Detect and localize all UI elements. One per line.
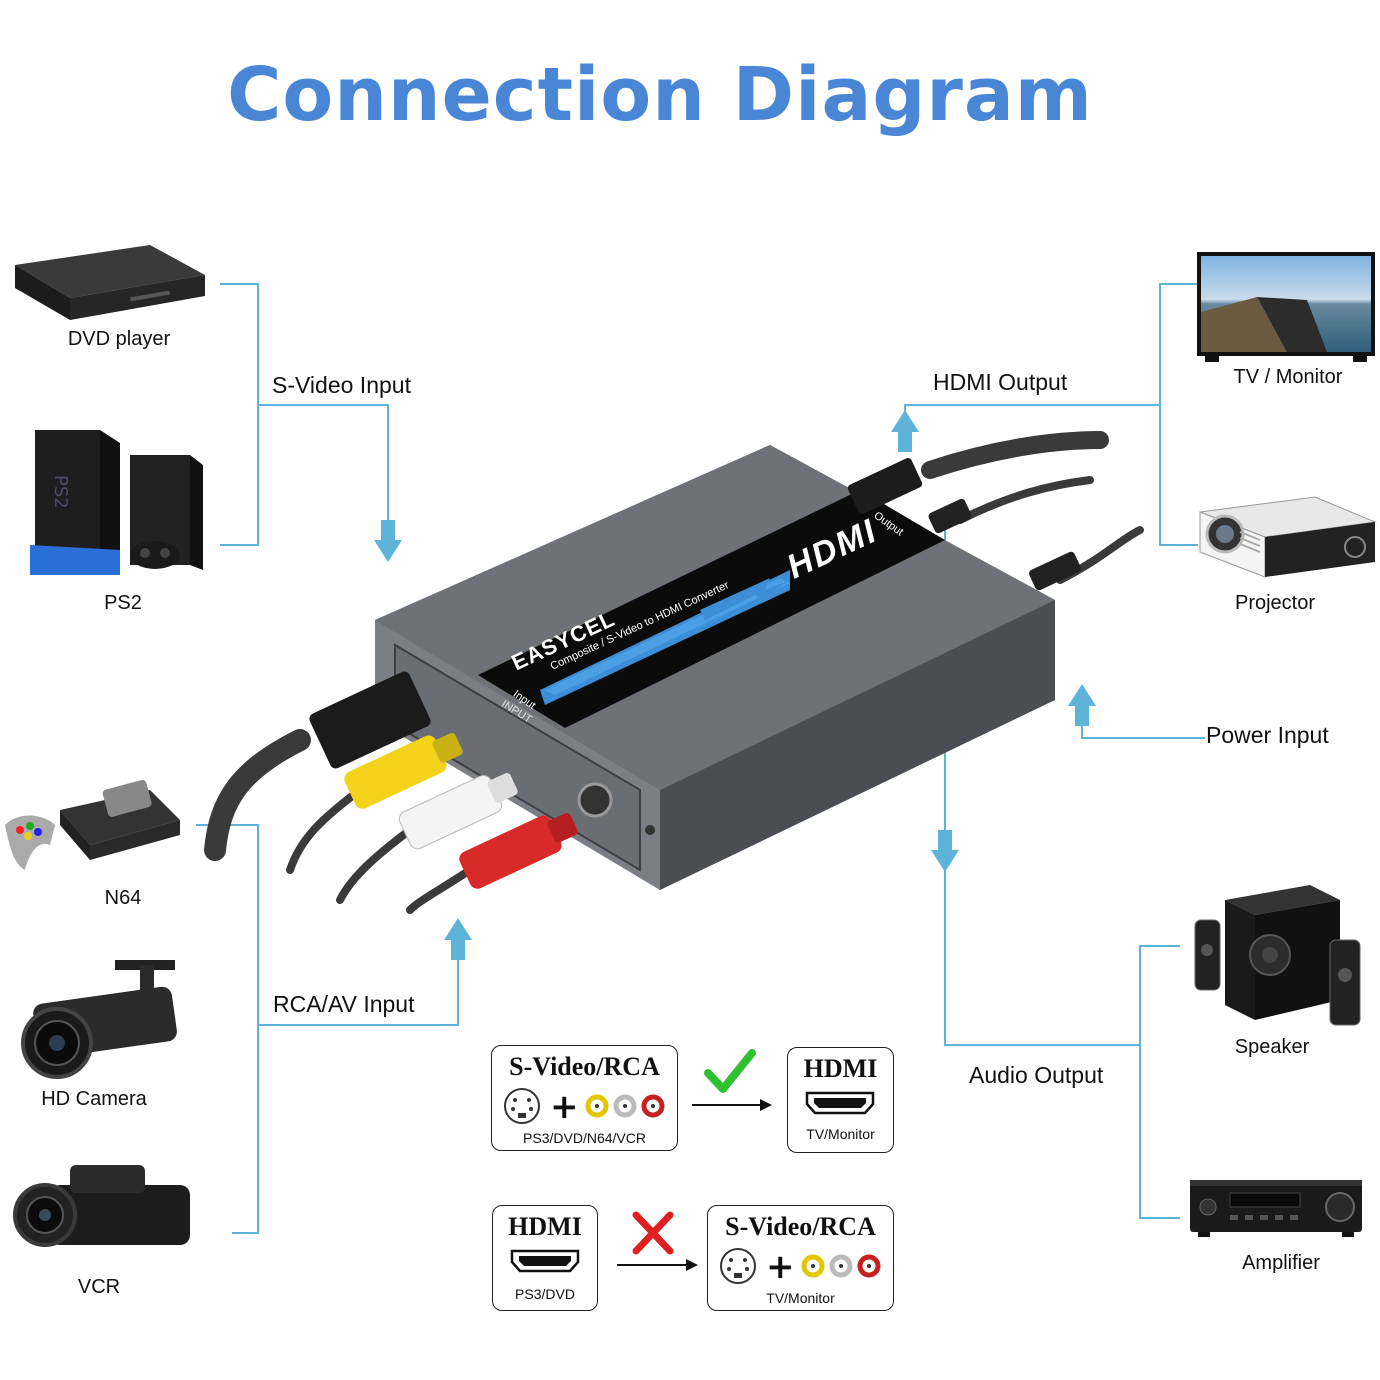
device-label-ps2: PS2 (104, 592, 142, 614)
hdmi-bracket (1159, 283, 1198, 546)
device-label-projector: Projector (1234, 592, 1316, 614)
compat-supported-arrow (692, 1049, 772, 1111)
device-label-hd-camera: HD Camera (41, 1088, 147, 1110)
compat-supported-source-sub: PS3/DVD/N64/VCR (523, 1130, 646, 1146)
compat-supported-source-title: S-Video/RCA (509, 1052, 660, 1081)
label-hdmi-output: HDMI Output (933, 369, 1068, 395)
check-icon (704, 1049, 756, 1093)
security-camera-icon (21, 960, 177, 1079)
compat-unsupported-target-sub: TV/Monitor (766, 1290, 835, 1306)
tv-monitor-icon (1197, 252, 1375, 362)
compat-unsupported-source-sub: PS3/DVD (515, 1286, 575, 1302)
device-label-dvd: DVD player (67, 328, 171, 350)
compat-unsupported-target-title: S-Video/RCA (725, 1212, 876, 1241)
compat-supported-target-title: HDMI (803, 1054, 878, 1083)
arrow-rca-up (444, 918, 472, 940)
svg-text:+: + (550, 1087, 579, 1126)
svideo-feed (258, 404, 389, 560)
arrow-audio-down (931, 850, 959, 872)
label-rca-input: RCA/AV Input (273, 991, 415, 1017)
device-label-n64: N64 (104, 887, 142, 909)
cross-icon (632, 1211, 674, 1255)
device-label-speaker: Speaker (1234, 1036, 1310, 1058)
ps2-console-icon: PS2 (30, 430, 203, 575)
arrow-hdmi-up (891, 410, 919, 432)
device-label-tv: TV / Monitor (1233, 366, 1343, 388)
label-power-input: Power Input (1206, 722, 1329, 748)
hdmi-port-icon (510, 1249, 580, 1273)
svideo-rca-ports-icon: + (720, 1247, 881, 1286)
camcorder-icon (13, 1165, 190, 1247)
compat-unsupported-target-box: S-Video/RCA + TV/Monitor (707, 1205, 894, 1311)
page-title: Connection Diagram (227, 52, 1093, 138)
hdmi-port-icon (805, 1091, 875, 1115)
svg-text:+: + (766, 1247, 795, 1286)
compat-unsupported-source-box: HDMI PS3/DVD (492, 1205, 598, 1311)
svideo-bracket (220, 283, 259, 546)
compat-supported-source-box: S-Video/RCA + PS3/DVD/N64/VCR (491, 1045, 678, 1151)
compat-unsupported-source-title: HDMI (508, 1212, 582, 1241)
svg-text:PS2: PS2 (50, 475, 71, 509)
arrow-power-up (1068, 684, 1096, 706)
audio-bracket (1139, 945, 1180, 1219)
compat-supported-target-box: HDMI TV/Monitor (787, 1047, 894, 1153)
compat-unsupported-arrow (617, 1211, 698, 1271)
n64-console-icon (5, 780, 180, 870)
label-svideo-input: S-Video Input (272, 372, 411, 398)
arrow-svideo-down (374, 540, 402, 562)
label-audio-output: Audio Output (969, 1062, 1104, 1088)
projector-icon (1199, 496, 1377, 578)
compat-supported-target-sub: TV/Monitor (806, 1126, 875, 1142)
dvd-player-icon (15, 245, 205, 320)
device-label-amplifier: Amplifier (1242, 1252, 1320, 1274)
speaker-icon (1194, 885, 1361, 1026)
amplifier-icon (1190, 1180, 1362, 1237)
device-label-vcr: VCR (77, 1276, 121, 1298)
rca-feed (258, 935, 459, 1026)
svideo-rca-ports-icon: + (504, 1087, 665, 1126)
